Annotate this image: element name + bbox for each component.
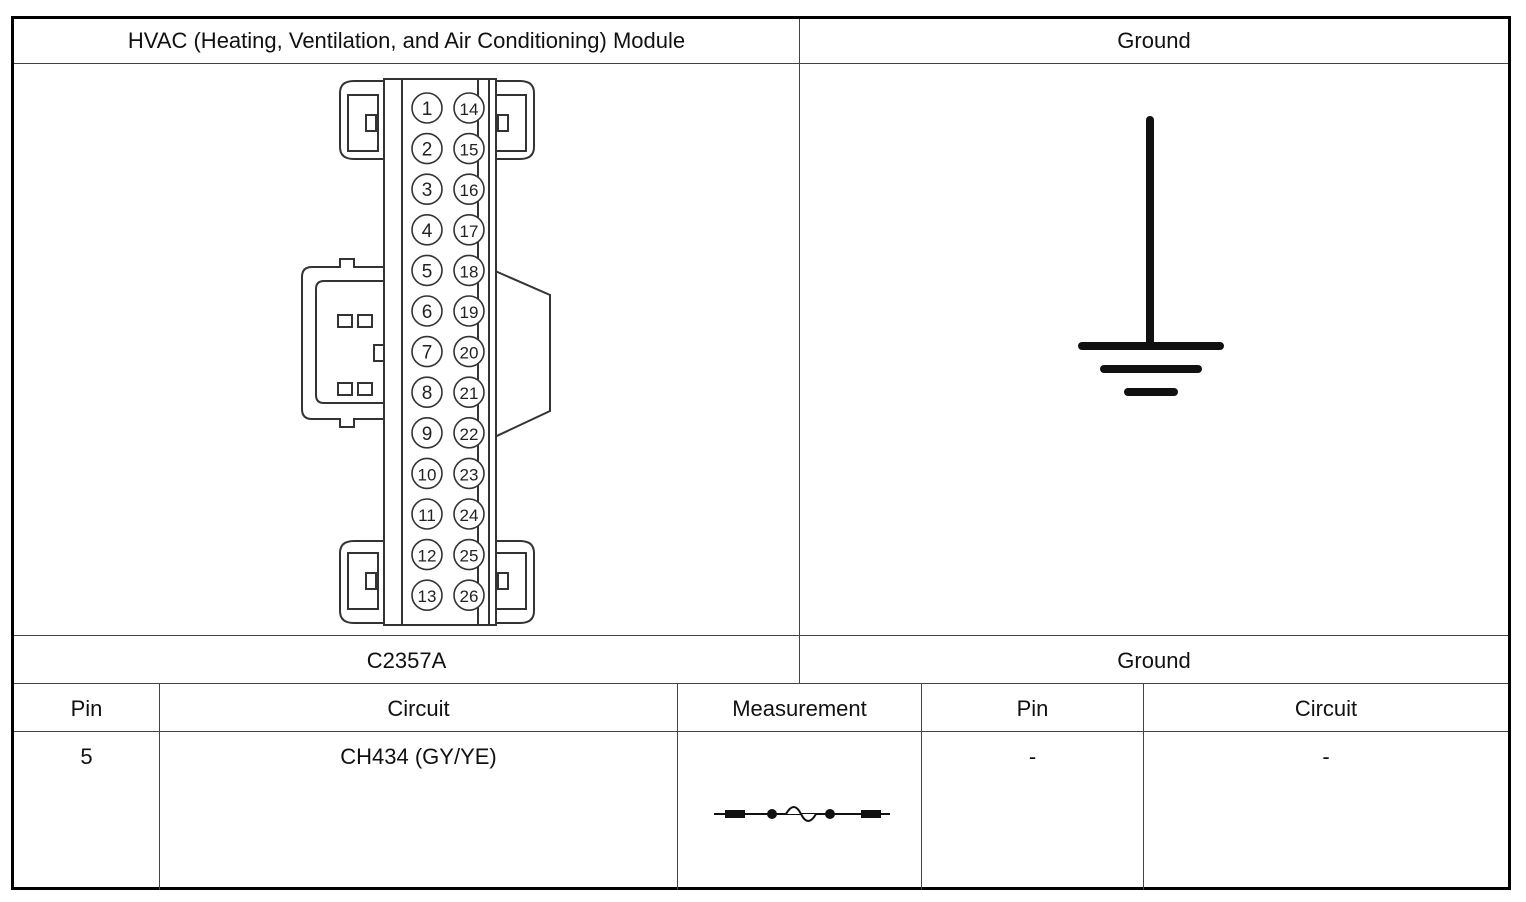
divider bbox=[14, 683, 1508, 684]
pin-number-label: 18 bbox=[460, 262, 479, 281]
pin-number-label: 3 bbox=[422, 180, 433, 201]
pin-number-label: 12 bbox=[418, 547, 437, 566]
row-pin: 5 bbox=[80, 744, 93, 769]
pin-number-label: 26 bbox=[460, 587, 479, 606]
lock-tab bbox=[301, 258, 385, 428]
pin-circle bbox=[453, 579, 485, 612]
pin-circle bbox=[453, 295, 485, 327]
pin-circle bbox=[453, 173, 485, 205]
pin-circle bbox=[411, 457, 443, 490]
ground-footer-label: Ground bbox=[1117, 648, 1191, 673]
pin-number-label: 7 bbox=[422, 343, 433, 364]
fuse-symbol-icon bbox=[714, 806, 890, 822]
pin-number-label: 22 bbox=[460, 425, 479, 444]
pin-number-label: 19 bbox=[460, 303, 479, 322]
pin-circle bbox=[453, 92, 485, 124]
pin-circle bbox=[411, 173, 443, 205]
latch-top-left bbox=[339, 80, 385, 160]
divider bbox=[921, 683, 922, 890]
divider bbox=[14, 63, 1508, 64]
pin-circle bbox=[411, 376, 443, 409]
row-circuit: CH434 (GY/YE) bbox=[340, 744, 497, 769]
pin-number-label: 24 bbox=[460, 506, 479, 525]
pin-circle bbox=[453, 132, 485, 165]
pin-number-label: 16 bbox=[460, 181, 479, 200]
latch-bottom-left bbox=[339, 540, 385, 624]
divider bbox=[677, 683, 678, 890]
divider bbox=[799, 19, 800, 683]
pin-circle bbox=[453, 457, 485, 490]
pin-number-label: 5 bbox=[422, 261, 433, 282]
pin-number-label: 13 bbox=[418, 587, 437, 606]
col-header-measurement: Measurement bbox=[732, 696, 867, 721]
pin-circle bbox=[411, 214, 443, 246]
divider bbox=[159, 683, 160, 890]
row-circuit-2: - bbox=[1322, 744, 1330, 769]
latch-top-right bbox=[485, 80, 535, 160]
module-title: HVAC (Heating, Ventilation, and Air Cond… bbox=[127, 28, 686, 53]
pin-circle bbox=[453, 335, 485, 368]
pin-number-label: 17 bbox=[460, 222, 479, 241]
pin-circle bbox=[453, 538, 485, 571]
col-header-pin: Pin bbox=[70, 696, 103, 721]
pin-circle bbox=[411, 416, 443, 449]
pin-circle bbox=[411, 254, 443, 287]
pin-circle bbox=[453, 254, 485, 287]
pin-number-label: 2 bbox=[422, 140, 433, 161]
pin-number-label: 14 bbox=[460, 100, 479, 119]
pin-number-label: 8 bbox=[422, 383, 433, 404]
connector-id-label: C2357A bbox=[366, 648, 447, 673]
pin-number-label: 15 bbox=[460, 141, 479, 160]
ground-title: Ground bbox=[1117, 28, 1191, 53]
pin-number-label: 25 bbox=[460, 547, 479, 566]
divider bbox=[1143, 683, 1144, 890]
pin-number-label: 21 bbox=[460, 384, 479, 403]
pin-circle bbox=[411, 295, 443, 327]
pin-number-label: 9 bbox=[422, 424, 433, 445]
pin-circle bbox=[453, 214, 485, 246]
pin-number-label: 1 bbox=[422, 99, 433, 120]
pin-number-label: 23 bbox=[460, 465, 479, 484]
pin-circle bbox=[411, 498, 443, 530]
pin-circle bbox=[411, 579, 443, 612]
pin-circle bbox=[453, 498, 485, 530]
row-pin-2: - bbox=[1028, 744, 1037, 769]
pin-circle bbox=[453, 416, 485, 449]
pin-circle bbox=[411, 335, 443, 368]
latch-bottom-right bbox=[485, 540, 535, 624]
pin-number-label: 20 bbox=[460, 344, 479, 363]
pin-number-label: 4 bbox=[422, 221, 433, 242]
col-header-circuit-2: Circuit bbox=[1294, 696, 1358, 721]
col-header-pin-2: Pin bbox=[1016, 696, 1049, 721]
pin-number-label: 10 bbox=[418, 465, 437, 484]
pin-number-label: 6 bbox=[422, 302, 433, 323]
connector-face-diagram: 1234567891011121314151617181920212223242… bbox=[301, 78, 551, 626]
pin-number-label: 11 bbox=[418, 506, 436, 525]
pin-circle bbox=[411, 92, 443, 124]
pin-circle bbox=[411, 538, 443, 571]
col-header-circuit: Circuit bbox=[387, 696, 450, 721]
divider bbox=[14, 635, 1508, 636]
divider bbox=[14, 731, 1508, 732]
pin-circle bbox=[453, 376, 485, 409]
ground-symbol-icon bbox=[1078, 116, 1224, 396]
pin-circle bbox=[411, 132, 443, 165]
connector-chart-frame: HVAC (Heating, Ventilation, and Air Cond… bbox=[11, 16, 1511, 890]
